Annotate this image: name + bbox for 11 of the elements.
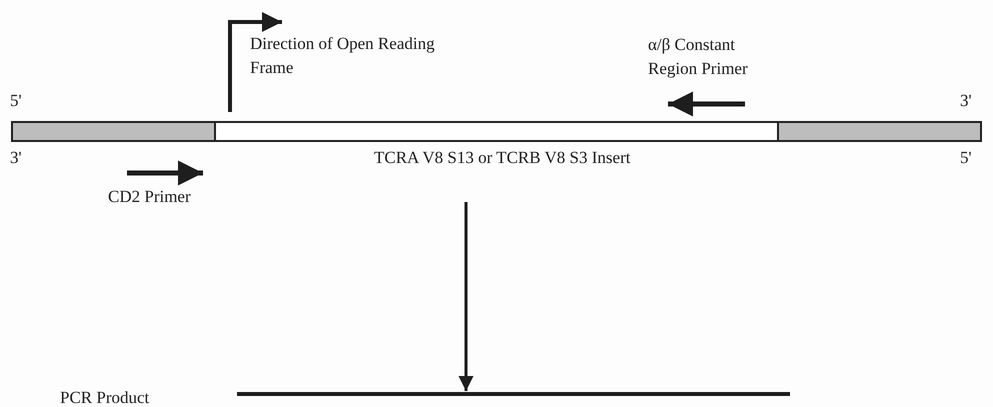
insert-label: TCRA V8 S13 or TCRB V8 S3 Insert xyxy=(374,147,630,169)
label-text: CD2 Primer xyxy=(108,186,191,208)
label-text: 3' xyxy=(960,90,972,112)
label-text: Direction of Open Reading Frame xyxy=(250,33,436,79)
arrow xyxy=(458,202,474,391)
label-text: 3' xyxy=(10,147,22,169)
label-text: 5' xyxy=(10,90,22,112)
label-text: α/β Constant Region Primer xyxy=(648,34,749,80)
label-text: 5' xyxy=(960,147,972,169)
label-text: PCR Product xyxy=(60,387,150,407)
pcr-product-bar xyxy=(237,392,790,396)
